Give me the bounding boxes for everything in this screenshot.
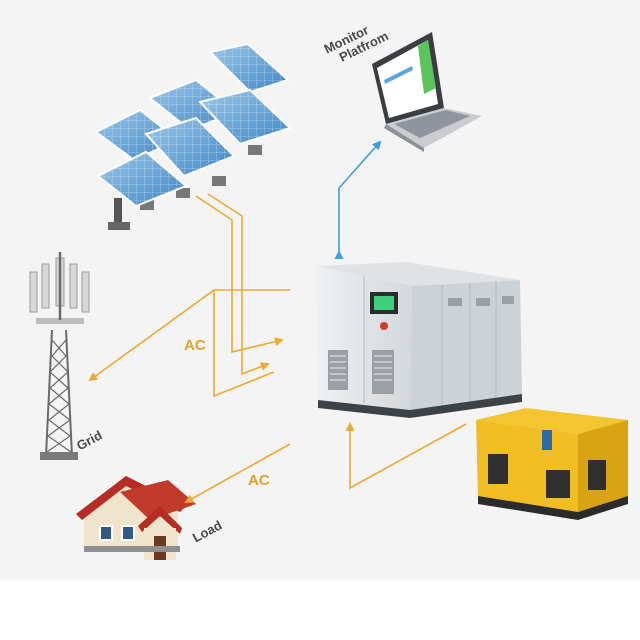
cabinet-to-grid-line <box>88 289 290 398</box>
ac-label-grid: AC <box>184 337 206 354</box>
laptop-icon <box>372 32 482 152</box>
solar-to-cabinet-line <box>195 193 284 376</box>
transmission-tower-icon <box>29 252 90 460</box>
generator-to-cabinet-line <box>345 422 467 490</box>
house-icon <box>76 476 196 560</box>
ac-label-load: AC <box>248 472 270 489</box>
energy-storage-cabinet <box>316 262 522 418</box>
diesel-generator-icon <box>476 408 628 520</box>
data-link-line <box>334 140 382 259</box>
solar-panel-array <box>94 42 292 230</box>
cabinet-to-load-line <box>184 443 291 503</box>
